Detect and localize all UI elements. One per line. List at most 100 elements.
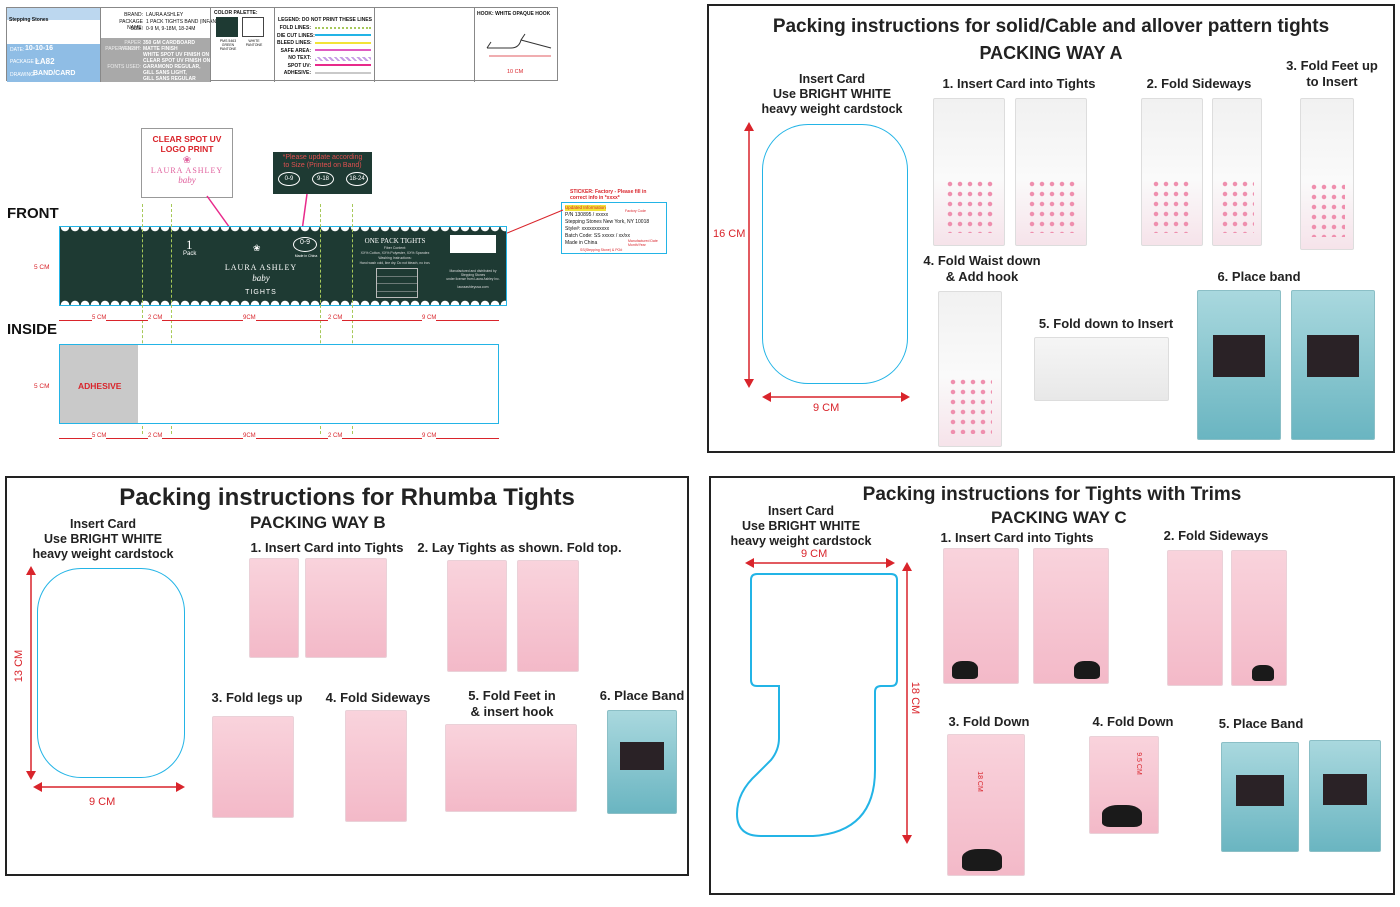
- swatch-white: [242, 17, 264, 37]
- brand-info: BRAND: LAURA ASHLEY PACKAGE NAME: 1 PACK…: [100, 8, 226, 82]
- panel-a-step-2: 2. Fold Sideways: [1146, 76, 1252, 91]
- panel-c-note-0: 18 CM: [975, 771, 983, 792]
- panel-c-step-4: 4. Fold Down: [1092, 714, 1174, 729]
- adhesive-area: ADHESIVE: [60, 345, 138, 423]
- panel-a-title: Packing instructions for solid/Cable and…: [772, 16, 1330, 37]
- logo-callout: CLEAR SPOT UV LOGO PRINT ❀ LAURA ASHLEY …: [141, 128, 233, 198]
- palette-title: COLOR PALETTE:: [214, 10, 258, 16]
- inside-dim-3: 2 CM: [328, 433, 343, 439]
- made-in-front: Made in China: [294, 254, 318, 258]
- panel-c-photo-2a: [1167, 550, 1223, 686]
- front-dim-line: [59, 320, 499, 321]
- package-name-value: 1 PACK TIGHTS BAND (INFANT): [146, 19, 221, 25]
- rose-icon: ❀: [182, 155, 192, 166]
- panel-b-photo-3: [212, 716, 294, 818]
- sticker-note-0: Factory Code: [625, 209, 647, 213]
- panel-c-insert-card: [735, 573, 898, 837]
- panel-a-band-label-b: [1306, 335, 1360, 377]
- size-callout: *Please update according to Size (Printe…: [273, 152, 372, 194]
- panel-b-step-6: 6. Place Band: [599, 688, 685, 703]
- legend-label: SAFE AREA:: [280, 47, 311, 54]
- brand-label: BRAND:: [124, 12, 143, 18]
- panel-b-subtitle: PACKING WAY B: [250, 513, 386, 532]
- panel-b-photo-4: [345, 710, 407, 822]
- panel-b-card-label: Insert Card Use BRIGHT WHITE heavy weigh…: [32, 517, 174, 561]
- panel-a-photo-1a: [933, 98, 1005, 246]
- panel-a-photo-6a: [1197, 290, 1281, 440]
- legend-label: FOLD LINES:: [279, 25, 311, 31]
- sticker-line-1: P/N 130895 / xxxxx: [565, 212, 609, 218]
- panel-c-height: 18 CM: [909, 681, 922, 715]
- fold-line-4: [352, 204, 353, 434]
- back-content: XX% Cotton, XX% Polyester, XX% Spandex: [360, 251, 430, 255]
- panel-a-height: 16 CM: [713, 228, 746, 240]
- spec-value-2: WHITE SPOT UV FINISH ON LOGO: [143, 52, 226, 58]
- sticker-placeholder: [450, 235, 496, 253]
- spec-sheet: Stepping Stones DATE: 10-10-16 PACKAGE #…: [6, 7, 559, 82]
- brand-bar-text: Stepping Stones: [9, 17, 49, 23]
- panel-a-photo-2b: [1212, 98, 1262, 246]
- drawing-label: DRAWING:: [10, 72, 36, 78]
- panel-a-step-5: 5. Fold down to Insert: [1038, 316, 1174, 331]
- sticker-callout: STICKER: Factory - Please fill in correc…: [561, 189, 667, 254]
- shoe-icon: [952, 661, 978, 679]
- panel-a-photo-5: [1034, 337, 1169, 401]
- scallop-bottom: [60, 299, 506, 305]
- brand-bar: Stepping Stones: [7, 8, 100, 23]
- panel-c-height-arrow: [902, 562, 912, 844]
- hook-label: HOOK: WHITE OPAQUE HOOK: [477, 11, 550, 17]
- legend-swatch: [315, 64, 371, 66]
- panel-b-band-label: [620, 741, 664, 771]
- hook-drawing: [486, 33, 552, 57]
- sticker-line-0: Updated Information: [565, 205, 606, 211]
- panel-c-step-2: 2. Fold Sideways: [1163, 528, 1269, 543]
- panel-c-card-label: Insert Card Use BRIGHT WHITE heavy weigh…: [730, 504, 872, 548]
- band-inside: ADHESIVE: [59, 344, 499, 424]
- panel-c-step-5: 5. Place Band: [1218, 716, 1304, 731]
- spec-label-1: PAPER FINISH:: [105, 46, 141, 52]
- legend-label: ADHESIVE:: [283, 70, 311, 76]
- panel-a-step-6: 6. Place band: [1217, 269, 1301, 284]
- size-box-1: 9-18: [312, 172, 334, 186]
- panel-b-photo-5: [445, 724, 577, 812]
- legend-swatch: [315, 49, 371, 51]
- shoe-icon: [1102, 805, 1142, 827]
- inside-dim-4: 9 CM: [422, 433, 437, 439]
- panel-b-width: 9 CM: [89, 796, 116, 808]
- size-label: SIZE:: [130, 26, 143, 32]
- spec-block: PAPER WEIGHT: 350 GM CARDBOARD PAPER FIN…: [101, 38, 226, 82]
- spec-value-0: 350 GM CARDBOARD: [143, 40, 195, 46]
- panel-c-step-1: 1. Insert Card into Tights: [940, 530, 1094, 545]
- panel-b-step-4: 4. Fold Sideways: [325, 690, 431, 705]
- size-badge: 0-9: [293, 237, 317, 252]
- spec-value-5: GILL SANS LIGHT,: [143, 70, 187, 76]
- front-dim-1: 2 CM: [148, 315, 163, 321]
- spec-label-0: PAPER WEIGHT:: [120, 40, 141, 52]
- panel-b-step-3: 3. Fold legs up: [211, 690, 303, 705]
- sticker-line-5: Made in China: [565, 240, 598, 246]
- legend-label: NO TEXT:: [288, 55, 311, 61]
- legend-swatch: [315, 34, 371, 36]
- empty-cell: [374, 8, 474, 82]
- date-value: 10-10-16: [25, 45, 54, 52]
- panel-c-photo-5b: [1309, 740, 1381, 852]
- drawing-value: BAND/CARD: [33, 70, 76, 77]
- shoe-icon: [962, 849, 1002, 871]
- panel-b-insert-card: [37, 568, 185, 778]
- hook-info: HOOK: WHITE OPAQUE HOOK 10 CM: [474, 8, 559, 82]
- panel-b-photo-2a: [447, 560, 507, 672]
- legend-swatch: [315, 26, 371, 29]
- info-block: DATE: 10-10-16 PACKAGE #: LA82 DRAWING: …: [7, 44, 100, 82]
- panel-a-subtitle: PACKING WAY A: [979, 43, 1123, 63]
- legend-label: BLEED LINES:: [277, 40, 312, 46]
- sticker-callout-title: STICKER: Factory - Please fill in correc…: [570, 189, 647, 201]
- panel-c-photo-5a: [1221, 742, 1299, 852]
- shoe-icon: [1074, 661, 1100, 679]
- panel-a-photo-6b: [1291, 290, 1375, 440]
- scallop-top: [60, 227, 506, 233]
- back-wash: Washing Instructions:: [378, 256, 412, 260]
- spec-value-1: MATTE FINISH: [143, 46, 178, 52]
- panel-b-photo-6: [607, 710, 677, 814]
- front-dim-2: 9CM: [243, 315, 256, 321]
- panel-a-band-label-a: [1212, 335, 1266, 377]
